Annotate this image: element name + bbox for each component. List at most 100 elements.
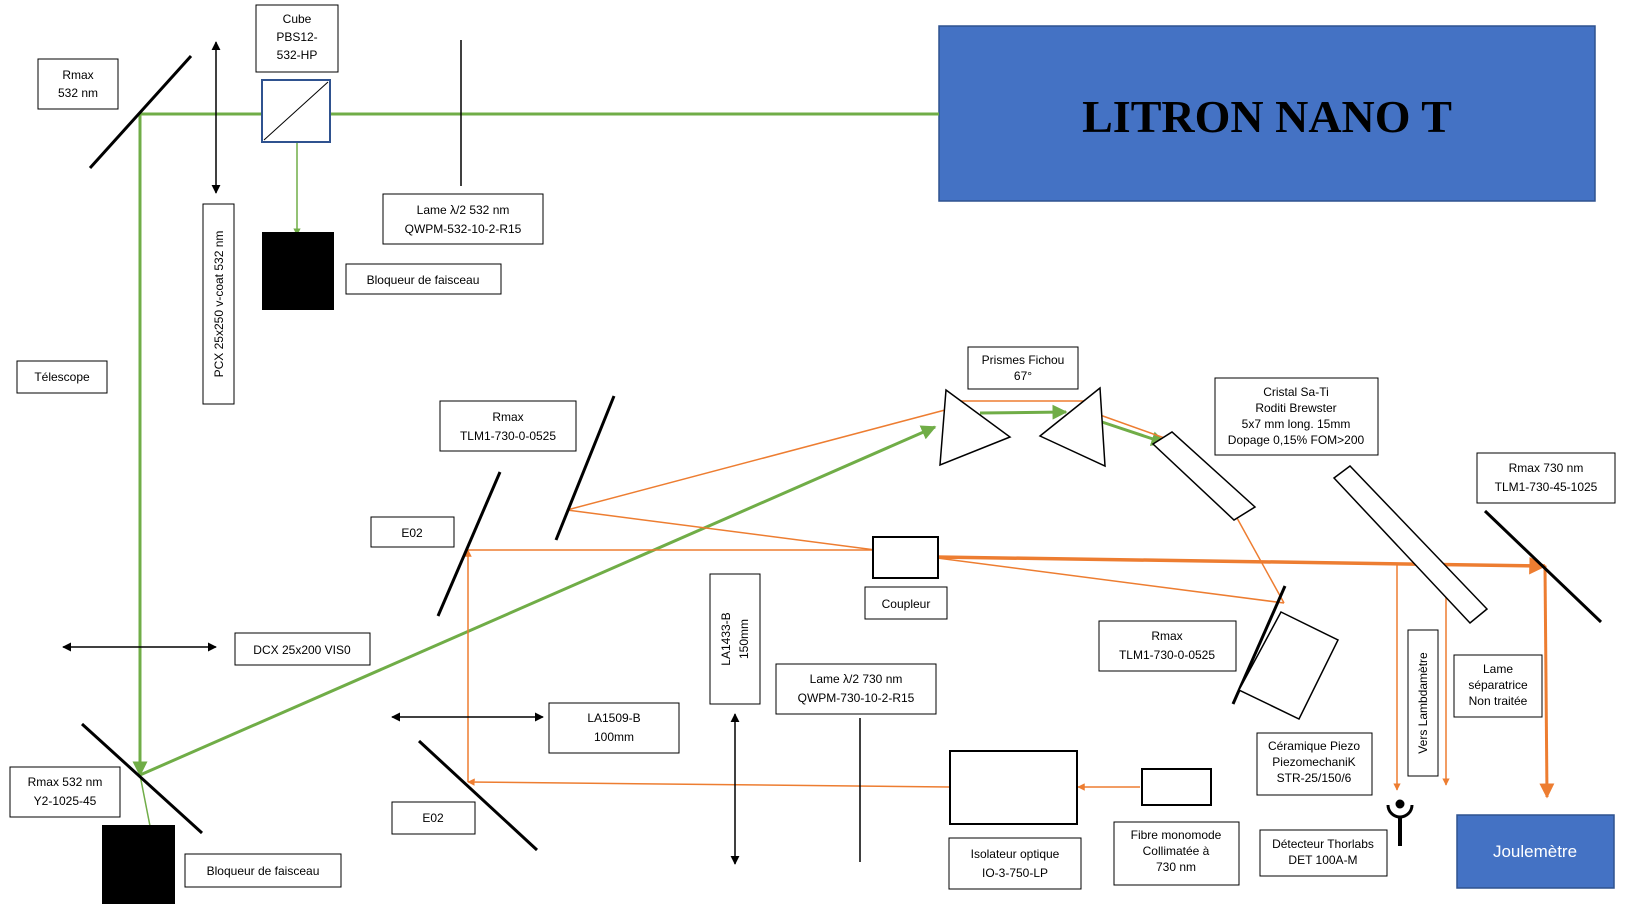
svg-text:Cube: Cube — [283, 12, 312, 26]
prism-left — [939, 388, 1012, 467]
svg-text:PBS12-: PBS12- — [276, 30, 317, 44]
svg-text:532 nm: 532 nm — [58, 86, 98, 100]
label-rmax-532-top: Rmax 532 nm — [37, 58, 119, 110]
svg-text:QWPM-730-10-2-R15: QWPM-730-10-2-R15 — [798, 691, 915, 705]
rmax-532-top-mirror — [88, 54, 193, 170]
rmax-730-mirror — [1483, 509, 1603, 624]
label-bloqueur-bottom: Bloqueur de faisceau — [184, 853, 342, 888]
label-ceramique: Céramique Piezo PiezomechaniK STR-25/150… — [1256, 732, 1373, 796]
orange-beam-7 — [1099, 414, 1171, 441]
svg-text:QWPM-532-10-2-R15: QWPM-532-10-2-R15 — [405, 222, 522, 236]
svg-text:532-HP: 532-HP — [277, 48, 318, 62]
svg-text:IO-3-750-LP: IO-3-750-LP — [982, 866, 1048, 880]
label-pcx: PCX 25x250 v-coat 532 nm — [202, 203, 235, 405]
svg-text:Y2-1025-45: Y2-1025-45 — [34, 794, 97, 808]
svg-text:5x7 mm long. 15mm: 5x7 mm long. 15mm — [1242, 417, 1351, 431]
orange-beam-8 — [1236, 517, 1285, 604]
green-beam-crystal — [1101, 420, 1167, 446]
cube-diagonal — [263, 81, 329, 141]
svg-text:100mm: 100mm — [594, 730, 634, 744]
rmax-tlm1-left-mirror — [554, 395, 616, 541]
svg-text:Lame: Lame — [1483, 662, 1513, 676]
svg-text:Prismes Fichou: Prismes Fichou — [982, 353, 1065, 367]
green-beam-pump — [139, 425, 937, 777]
label-lame-532: Lame λ/2 532 nm QWPM-532-10-2-R15 — [382, 193, 544, 245]
label-isolateur: Isolateur optique IO-3-750-LP — [948, 837, 1082, 890]
svg-text:STR-25/150/6: STR-25/150/6 — [1277, 771, 1352, 785]
label-bloqueur-top: Bloqueur de faisceau — [345, 263, 502, 295]
svg-text:Isolateur optique: Isolateur optique — [971, 847, 1060, 861]
svg-text:Télescope: Télescope — [34, 370, 90, 384]
svg-text:Coupleur: Coupleur — [882, 597, 931, 611]
joulemetre-box — [1456, 814, 1615, 889]
svg-text:Bloqueur de faisceau: Bloqueur de faisceau — [207, 864, 320, 878]
label-la1509: LA1509-B 100mm — [548, 702, 680, 754]
label-e02-top: E02 — [370, 516, 455, 548]
svg-text:TLM1-730-45-1025: TLM1-730-45-1025 — [1495, 480, 1598, 494]
label-coupleur: Coupleur — [864, 586, 948, 620]
svg-text:730 nm: 730 nm — [1156, 860, 1196, 874]
svg-text:E02: E02 — [401, 526, 423, 540]
svg-text:Lame λ/2 532 nm: Lame λ/2 532 nm — [417, 203, 510, 217]
label-detecteur: Détecteur Thorlabs DET 100A-M — [1259, 829, 1388, 877]
svg-text:Collimatée à: Collimatée à — [1143, 844, 1210, 858]
joulemetre-label: Joulemètre — [1493, 842, 1577, 861]
coupleur-box — [872, 536, 939, 579]
green-beam-prism — [979, 404, 1068, 420]
piezo-ceramic — [1237, 611, 1340, 720]
label-rmax-tlm1-left: Rmax TLM1-730-0-0525 — [439, 400, 577, 452]
svg-text:Roditi Brewster: Roditi Brewster — [1255, 401, 1336, 415]
svg-text:Dopage 0,15% FOM>200: Dopage 0,15% FOM>200 — [1228, 433, 1365, 447]
green-beam-bloqueur — [139, 774, 151, 827]
orange-beam-4 — [566, 409, 946, 511]
lame-separatrice-plate — [1332, 465, 1489, 625]
svg-text:TLM1-730-0-0525: TLM1-730-0-0525 — [460, 429, 556, 443]
svg-text:Rmax: Rmax — [62, 68, 93, 82]
orange-beam-3 — [1539, 565, 1555, 799]
rmax-532-bottom-mirror — [80, 722, 204, 835]
svg-text:150mm: 150mm — [737, 619, 751, 659]
svg-text:DET 100A-M: DET 100A-M — [1288, 853, 1357, 867]
e02-top-mirror — [436, 471, 502, 617]
orange-beam-2 — [935, 555, 1547, 575]
svg-text:Rmax: Rmax — [492, 410, 523, 424]
svg-text:Céramique Piezo: Céramique Piezo — [1268, 739, 1360, 753]
crystal-rod — [1151, 431, 1257, 521]
detector-icon — [1386, 799, 1414, 846]
svg-text:LA1433-B: LA1433-B — [719, 612, 733, 665]
label-vers-lambdametre: Vers Lambdamètre — [1407, 629, 1439, 777]
svg-text:Non traitée: Non traitée — [1469, 694, 1528, 708]
svg-text:Cristal Sa-Ti: Cristal Sa-Ti — [1263, 385, 1329, 399]
label-rmax-532-bottom: Rmax 532 nm Y2-1025-45 — [9, 766, 121, 818]
svg-text:TLM1-730-0-0525: TLM1-730-0-0525 — [1119, 648, 1215, 662]
svg-text:LA1509-B: LA1509-B — [587, 711, 640, 725]
label-prismes: Prismes Fichou 67° — [967, 346, 1079, 390]
e02-bottom-mirror — [417, 739, 539, 852]
bloqueur-top-block — [262, 232, 334, 310]
svg-text:Rmax: Rmax — [1151, 629, 1182, 643]
label-rmax-tlm1-right: Rmax TLM1-730-0-0525 — [1098, 620, 1237, 672]
prism-right — [1038, 386, 1106, 468]
svg-text:PCX 25x250 v-coat 532 nm: PCX 25x250 v-coat 532 nm — [212, 231, 226, 378]
bloqueur-bottom-block — [102, 825, 175, 904]
svg-text:Rmax 532 nm: Rmax 532 nm — [28, 775, 103, 789]
svg-text:PiezomechaniK: PiezomechaniK — [1272, 755, 1355, 769]
isolateur-box — [949, 750, 1078, 825]
svg-text:67°: 67° — [1014, 369, 1032, 383]
label-telescope: Télescope — [16, 360, 108, 394]
svg-text:E02: E02 — [422, 811, 444, 825]
laser-title: LITRON NANO T — [1082, 91, 1452, 142]
svg-text:Rmax 730 nm: Rmax 730 nm — [1509, 461, 1584, 475]
svg-text:Bloqueur de faisceau: Bloqueur de faisceau — [367, 273, 480, 287]
label-lame-separatrice: Lame séparatrice Non traitée — [1453, 654, 1543, 718]
label-fibre: Fibre monomode Collimatée à 730 nm — [1113, 821, 1240, 886]
svg-text:Fibre monomode: Fibre monomode — [1131, 828, 1222, 842]
label-rmax-730: Rmax 730 nm TLM1-730-45-1025 — [1476, 452, 1616, 504]
laser-box — [938, 25, 1596, 202]
orange-beam-10 — [467, 778, 951, 788]
label-cube: Cube PBS12- 532-HP — [255, 4, 339, 73]
label-dcx: DCX 25x200 VIS0 — [234, 632, 371, 666]
label-cristal: Cristal Sa-Ti Roditi Brewster 5x7 mm lon… — [1214, 377, 1379, 456]
